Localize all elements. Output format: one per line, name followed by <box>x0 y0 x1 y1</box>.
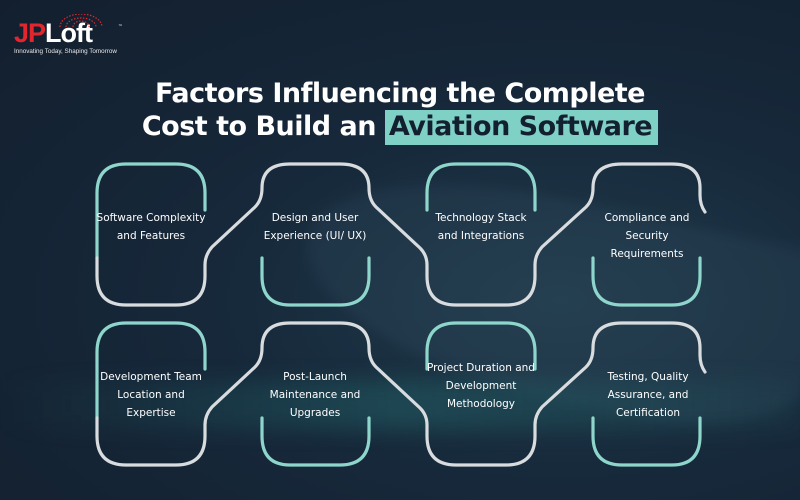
factor-project-duration: Project Duration and Development Methodo… <box>427 362 535 410</box>
jploft-logo: JPLoft ™ Innovating Today, Shaping Tomor… <box>14 14 123 55</box>
factor-design-ux: Design and User Experience (UI/ UX) <box>263 212 367 242</box>
factor-maintenance-upgrades: Post-Launch Maintenance and Upgrades <box>269 371 361 419</box>
logo-jp: JP <box>14 18 46 48</box>
title-prefix: Cost to Build an <box>141 111 377 142</box>
page-title-line2: Cost to Build an Aviation Software <box>0 110 800 145</box>
factor-compliance-security: Compliance and Security Requirements <box>604 212 690 260</box>
logo-loft: Loft <box>45 18 93 48</box>
factor-software-complexity: Software Complexity and Features <box>96 212 206 242</box>
factor-team-location: Development Team Location and Expertise <box>100 371 202 419</box>
factor-technology-stack: Technology Stack and Integrations <box>435 212 527 242</box>
title-highlight: Aviation Software <box>384 110 659 145</box>
page-title-line1: Factors Influencing the Complete <box>154 78 646 109</box>
logo-tagline: Innovating Today, Shaping Tomorrow <box>14 48 117 55</box>
factor-testing-qa: Testing, Quality Assurance, and Certific… <box>607 371 689 419</box>
trademark: ™ <box>118 24 123 30</box>
globe-arc-icon <box>59 14 103 28</box>
